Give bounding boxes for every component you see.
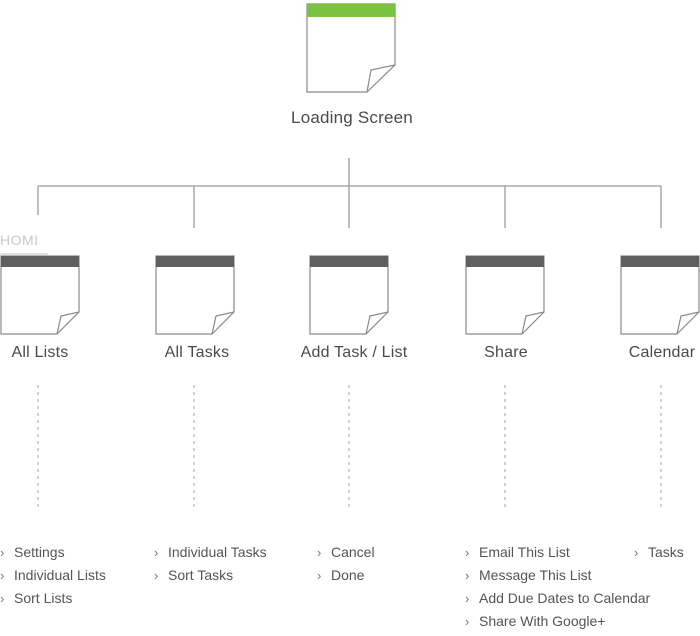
child-page-icon [465,255,545,335]
list-item-label: Settings [14,544,65,560]
chevron-right-icon: › [0,568,5,583]
list-item-label: Individual Tasks [168,544,267,560]
home-tag: HOMI [0,232,39,248]
chevron-right-icon: › [465,591,470,606]
chevron-right-icon: › [154,568,159,583]
list-item-label: Cancel [331,544,375,560]
list-item: › Done [317,567,375,590]
list-item: › Share With Google+ [465,613,650,636]
list-item: › Message This List [465,567,650,590]
chevron-right-icon: › [465,614,470,629]
sublist-all-tasks: › Individual Tasks › Sort Tasks [154,544,267,590]
list-item-label: Done [331,567,365,583]
home-underline [0,253,48,255]
child-label: All Lists [11,344,69,361]
sublist-add-task: › Cancel › Done [317,544,375,590]
list-item: › Sort Lists [0,590,106,613]
chevron-right-icon: › [0,591,5,606]
list-item: › Email This List [465,544,650,567]
list-item: › Tasks [634,544,684,567]
list-item-label: Share With Google+ [479,613,606,629]
child-page-icon [309,255,389,335]
list-item: › Settings [0,544,106,567]
list-item-label: Individual Lists [14,567,106,583]
list-item: › Individual Tasks [154,544,267,567]
chevron-right-icon: › [154,545,159,560]
chevron-right-icon: › [465,545,470,560]
child-label: Calendar [628,344,696,361]
list-item: › Add Due Dates to Calendar [465,590,650,613]
list-item: › Cancel [317,544,375,567]
root-page-icon [306,3,397,93]
child-label: Share [484,344,528,361]
sublist-share: › Email This List › Message This List › Add… [465,544,650,636]
list-item-label: Tasks [648,544,684,560]
child-page-icon [155,255,235,335]
list-item-label: Add Due Dates to Calendar [479,590,651,606]
list-item-label: Sort Lists [14,590,73,606]
chevron-right-icon: › [317,545,322,560]
child-label: Add Task / List [300,344,408,361]
sublist-calendar: › Tasks [634,544,684,567]
list-item-label: Email This List [479,544,570,560]
root-label: Loading Screen [291,108,413,127]
chevron-right-icon: › [317,568,322,583]
list-item: › Individual Lists [0,567,106,590]
chevron-right-icon: › [465,568,470,583]
child-label: All Tasks [164,344,230,361]
list-item-label: Sort Tasks [168,567,234,583]
chevron-right-icon: › [0,545,5,560]
child-page-icon [0,255,80,335]
child-page-icon [620,255,700,335]
sublist-all-lists: › Settings › Individual Lists › Sort Lists [0,544,106,613]
list-item-label: Message This List [479,567,592,583]
chevron-right-icon: › [634,545,639,560]
list-item: › Sort Tasks [154,567,267,590]
